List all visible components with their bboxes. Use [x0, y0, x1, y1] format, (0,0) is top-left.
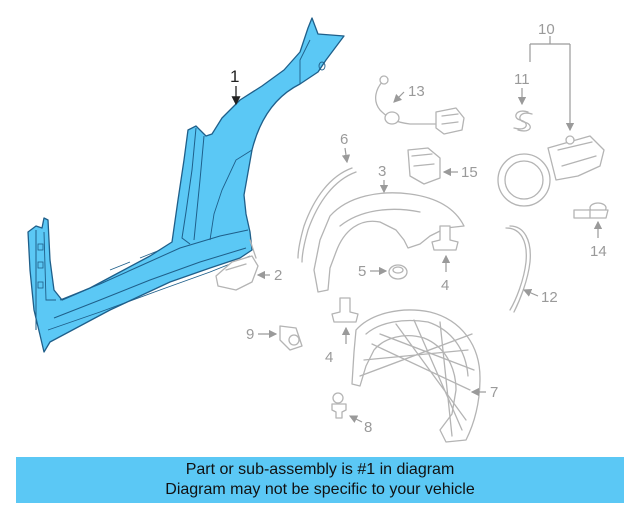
callout-4a: 4: [441, 277, 449, 294]
callout-6: 6: [340, 131, 348, 148]
part-14-bolt: [573, 202, 609, 219]
part-1-body-side-panel[interactable]: [27, 17, 345, 353]
leader-13: [393, 91, 405, 103]
callout-11: 11: [514, 71, 530, 88]
part-5-clip: [388, 264, 408, 280]
leader-8: [348, 415, 363, 423]
part-13-cable-actuator: [374, 75, 465, 135]
callout-15: 15: [461, 164, 478, 181]
parts-diagram: 1 2 3 4 4 5 6 7: [27, 17, 609, 443]
callout-13: 13: [408, 83, 425, 100]
callout-5: 5: [358, 263, 366, 280]
part-8-screw: [331, 392, 347, 419]
part-12-rod: [505, 225, 531, 313]
banner-line-1: Part or sub-assembly is #1 in diagram: [185, 461, 455, 478]
part-11-emblem: [513, 110, 533, 132]
callout-4b: 4: [325, 349, 333, 366]
callout-14: 14: [590, 243, 607, 260]
callout-2: 2: [274, 267, 282, 284]
callout-8: 8: [364, 419, 372, 436]
callout-10: 10: [538, 21, 555, 38]
part-4-bolt-upper: [431, 225, 459, 251]
leader-12: [522, 288, 539, 297]
part-4-bolt-lower: [331, 297, 359, 323]
callout-3: 3: [378, 163, 386, 180]
callout-9: 9: [246, 326, 254, 343]
part-10-fuel-door: [497, 135, 605, 207]
part-6-molding: [297, 167, 357, 263]
callout-7: 7: [490, 384, 498, 401]
part-15-switch: [407, 147, 441, 185]
part-9-grommet: [279, 325, 303, 351]
callout-1: 1: [230, 67, 239, 86]
callout-12: 12: [541, 289, 558, 306]
banner-line-2: Diagram may not be specific to your vehi…: [165, 481, 475, 498]
part-7-wheelhouse-liner: [351, 309, 481, 443]
part-2-bracket: [215, 239, 259, 291]
info-banner: Part or sub-assembly is #1 in diagram Di…: [16, 457, 624, 503]
part-3-fender: [313, 192, 465, 293]
leader-6: [341, 147, 351, 164]
